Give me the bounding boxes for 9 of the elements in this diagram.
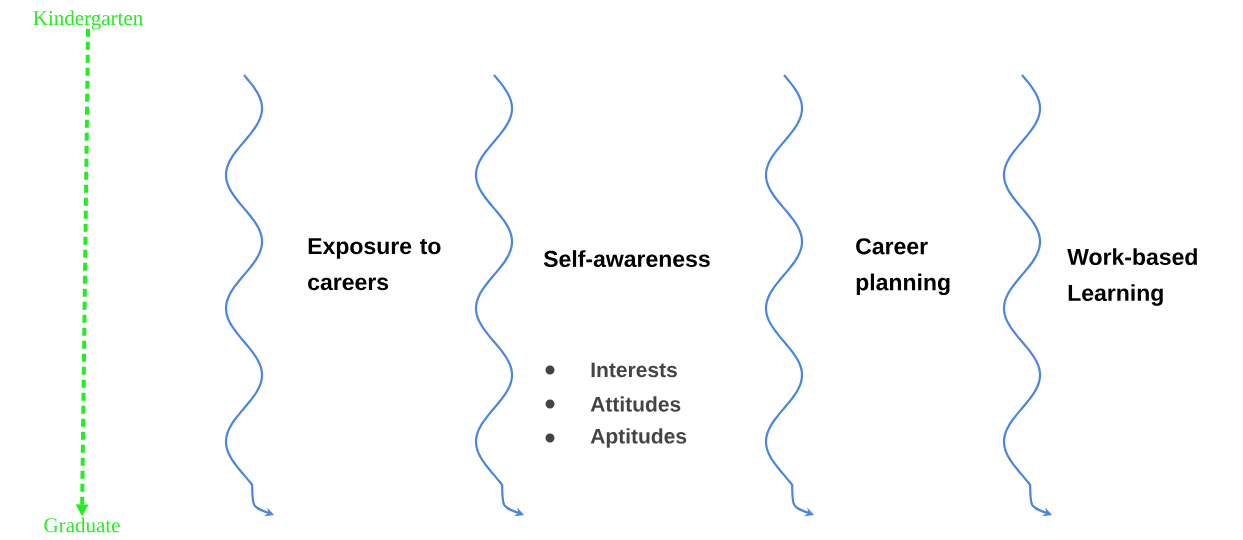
list-item: Attitudes	[590, 396, 681, 412]
list-item: Aptitudes	[590, 428, 687, 448]
stage-heading: Work-based Learning	[1067, 248, 1197, 306]
stage-label: Kindergarten	[33, 10, 143, 30]
stage-heading: Self-awareness	[543, 250, 710, 268]
stage-heading: Career planning	[856, 238, 950, 296]
list-item: Interests	[591, 362, 677, 378]
stage-heading: Exposure to careers	[308, 238, 441, 291]
stage-label: Graduate	[44, 517, 120, 533]
